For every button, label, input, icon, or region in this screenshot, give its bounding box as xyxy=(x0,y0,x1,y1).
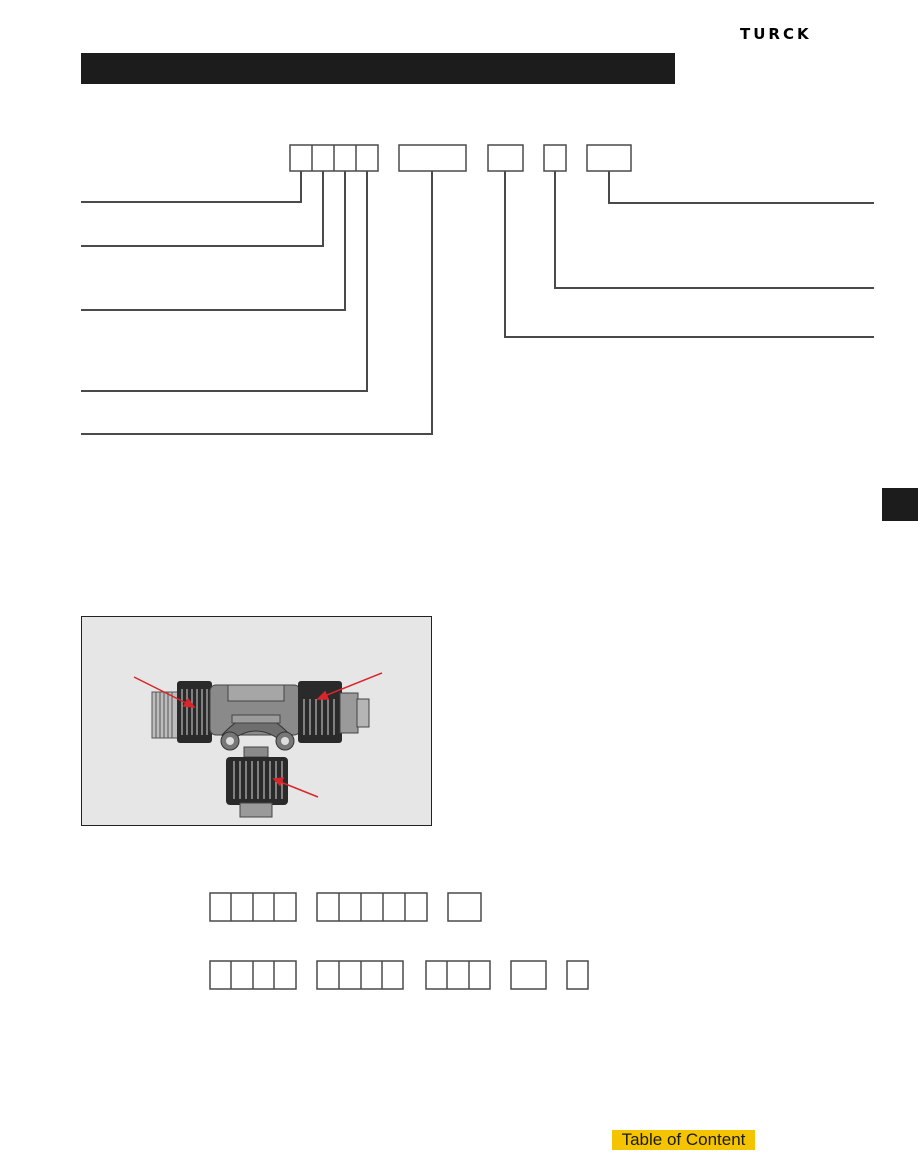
code-box-small xyxy=(543,144,567,172)
right-coupling-nut xyxy=(298,681,370,743)
bottom-coupling-nut xyxy=(226,757,288,818)
product-image-frame xyxy=(81,616,432,826)
connector-body xyxy=(209,684,301,758)
left-coupling-nut xyxy=(177,681,212,743)
t-connector-illustration xyxy=(133,672,383,818)
code-box-wide xyxy=(398,144,467,172)
turck-logo: TURCK xyxy=(740,25,812,43)
table-of-content-link[interactable]: Table of Content xyxy=(612,1130,755,1150)
code-row-2 xyxy=(209,960,589,990)
code-box-medium xyxy=(487,144,524,172)
section-tab xyxy=(882,488,918,521)
leader-lines xyxy=(81,171,874,435)
title-bar xyxy=(81,53,675,84)
left-thread xyxy=(151,691,179,739)
code-box-right xyxy=(586,144,632,172)
pointer-arrows xyxy=(133,672,383,798)
code-row-1 xyxy=(209,892,482,922)
